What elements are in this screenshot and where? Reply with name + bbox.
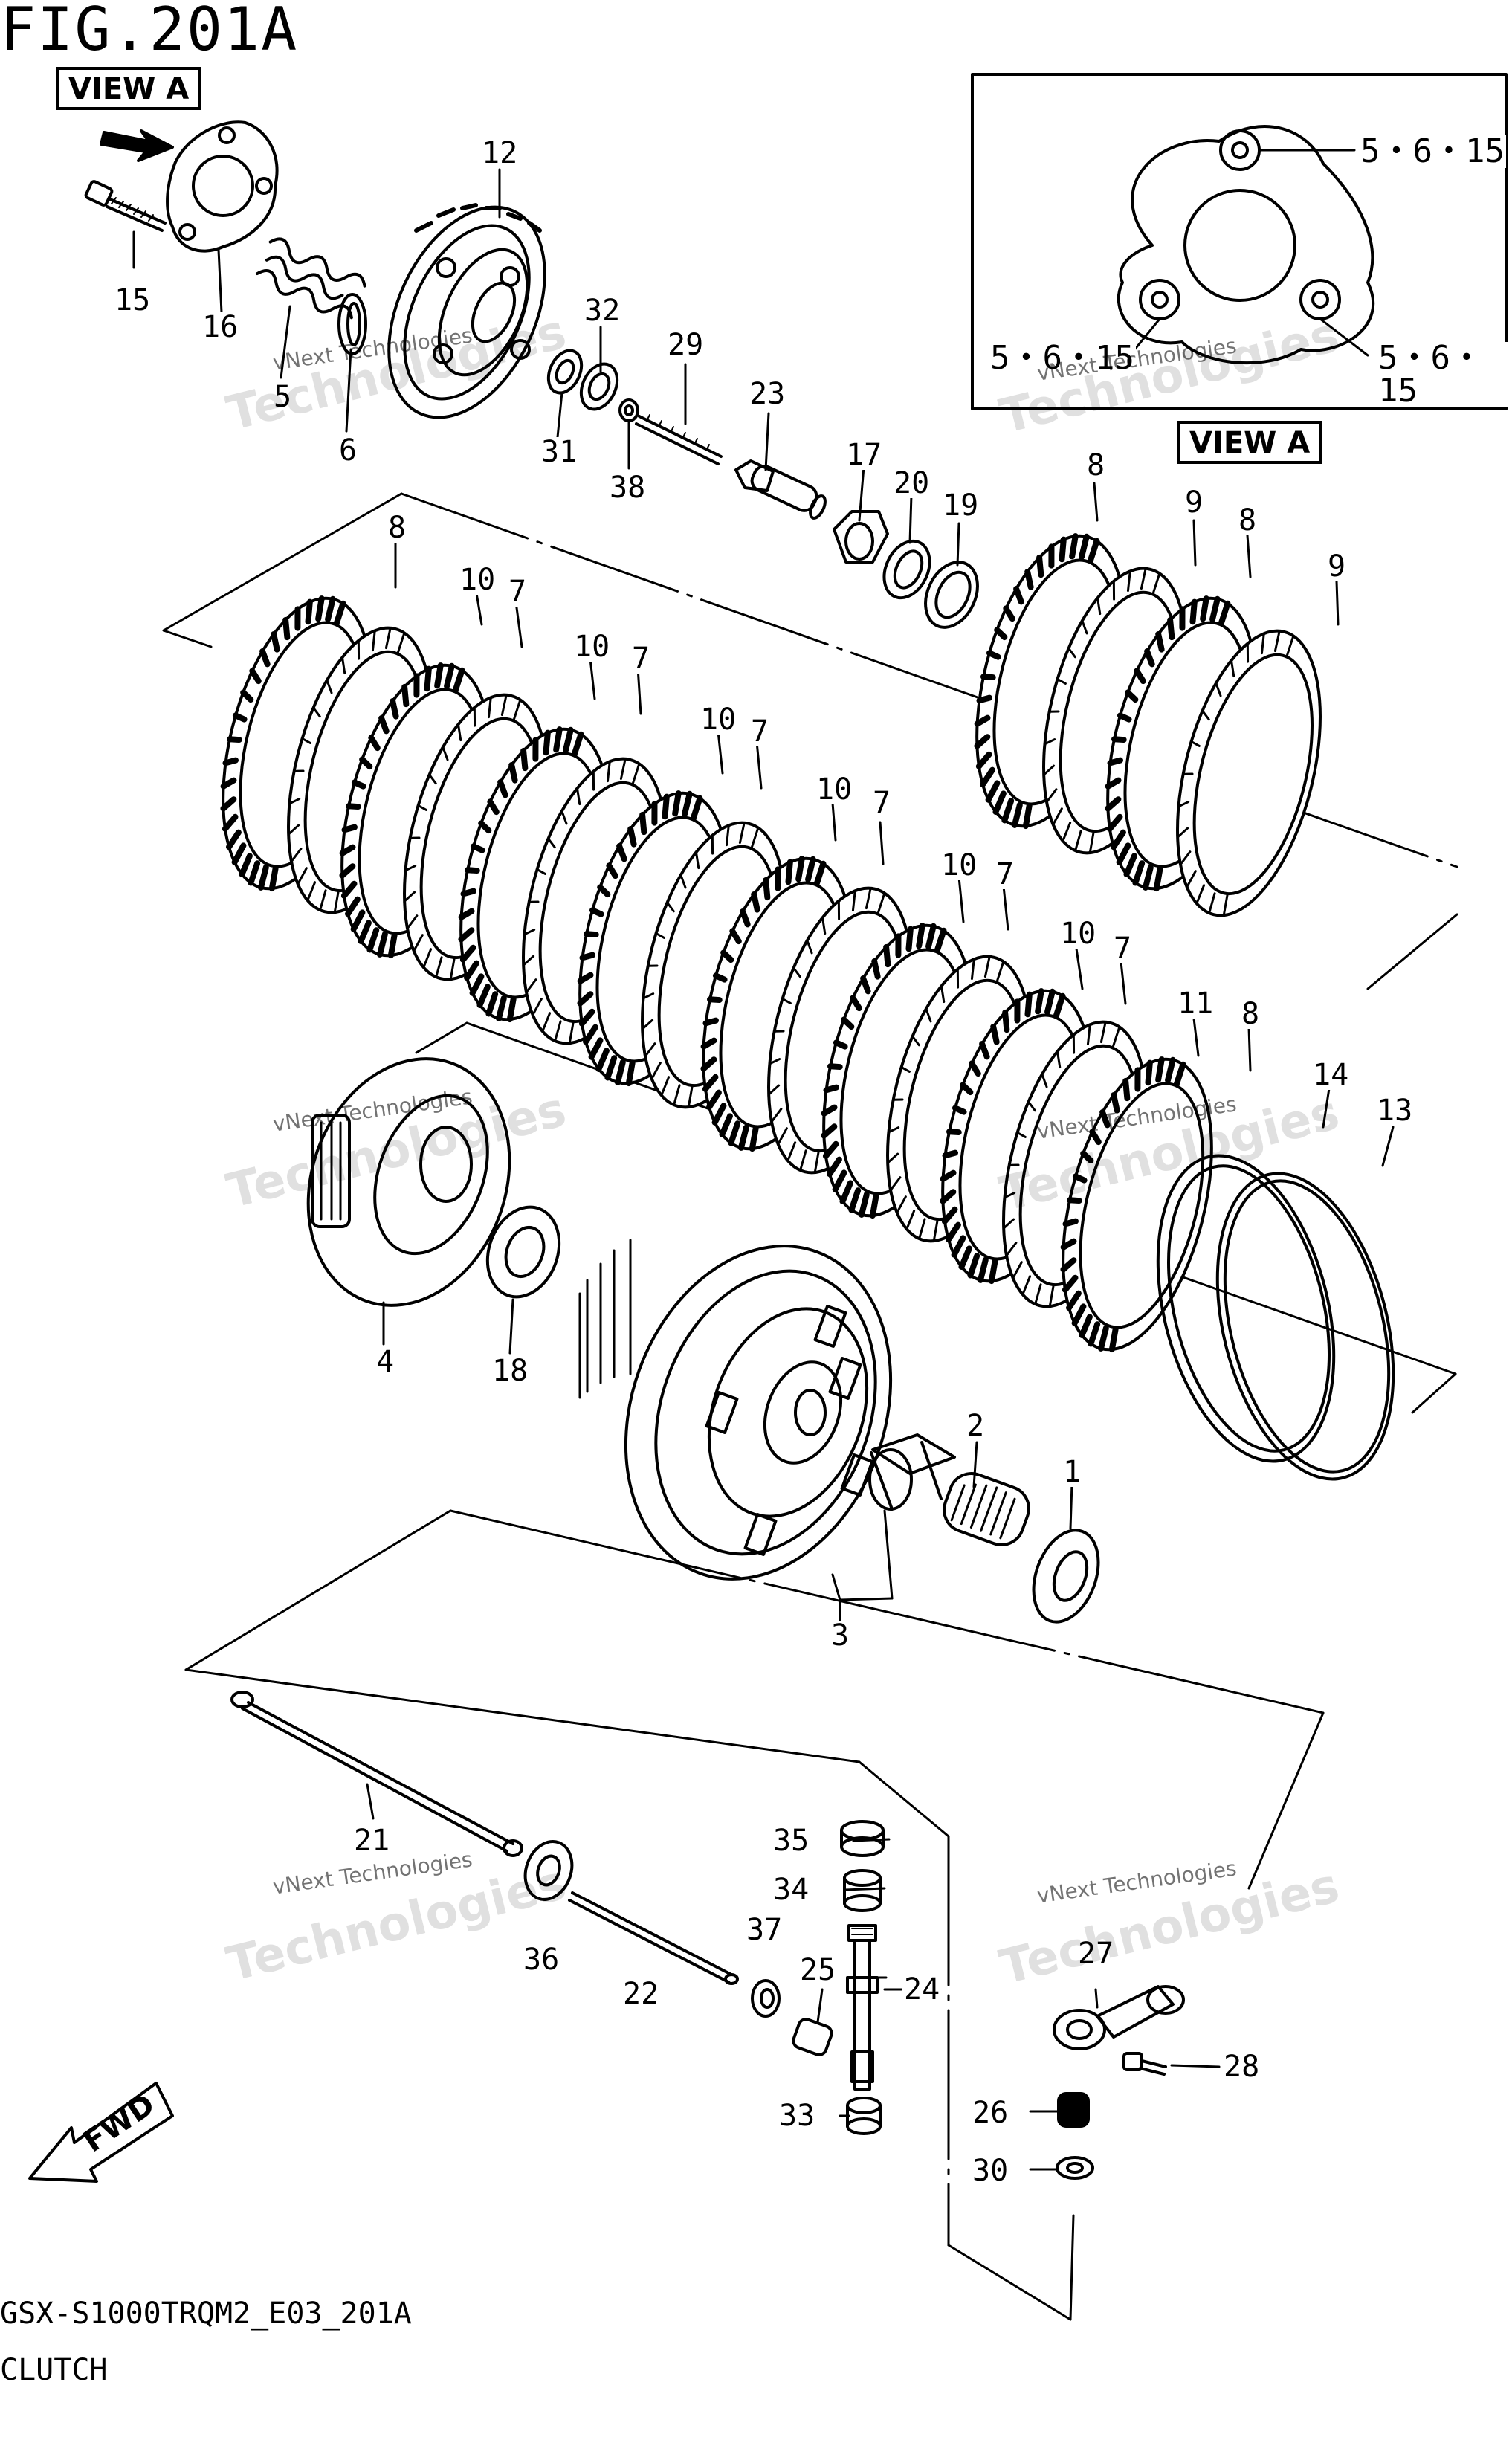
- part-36-bearing: [523, 1840, 574, 1901]
- callout-10-d: 10: [815, 772, 854, 807]
- callout-33: 33: [778, 2099, 817, 2133]
- part-17-nut: [833, 510, 889, 564]
- part-24-shaft: [846, 1924, 879, 2091]
- part-28-bolt: [1122, 2052, 1167, 2076]
- upper-clutch-plate-4: [1176, 629, 1322, 917]
- callout-5: 5: [272, 380, 294, 414]
- callout-4: 4: [375, 1345, 396, 1379]
- part-3-bracket-lines: [831, 1509, 894, 1622]
- part-2-sleeve: [868, 1433, 956, 1511]
- callout-2: 2: [965, 1409, 986, 1443]
- callout-7-d: 7: [871, 786, 893, 820]
- callout-31: 31: [540, 435, 579, 469]
- callout-10-e: 10: [940, 848, 979, 882]
- part-35-34-bearings: [840, 1820, 885, 1912]
- callout-27: 27: [1076, 1937, 1116, 1971]
- callout-6: 6: [337, 433, 359, 468]
- callout-25: 25: [798, 1953, 838, 1987]
- section-name: CLUTCH: [0, 2353, 108, 2387]
- callout-12: 12: [480, 136, 520, 170]
- part-3-clutch-basket: [578, 1239, 893, 1581]
- callout-16: 16: [201, 310, 240, 344]
- part-15-bolt: [84, 180, 167, 232]
- part-20-washer: [882, 539, 931, 600]
- view-a-arrow: [100, 129, 174, 162]
- callout-7-c: 7: [749, 714, 771, 749]
- callout-1: 1: [1062, 1455, 1083, 1489]
- callout-19: 19: [941, 488, 980, 523]
- callout-37: 37: [745, 1913, 784, 1947]
- part-25-pin: [792, 2018, 833, 2056]
- callout-38: 38: [608, 471, 647, 505]
- callout-17: 17: [844, 438, 884, 472]
- view-a-tag-inset: VIEW A: [1177, 421, 1322, 464]
- callout-8-left: 8: [387, 511, 408, 545]
- part-21-rod: [230, 1691, 523, 1857]
- callout-36: 36: [522, 1943, 561, 1977]
- callout-7-b: 7: [630, 642, 652, 676]
- callout-20: 20: [892, 466, 931, 500]
- inset-label-top: 5・6・15: [1359, 132, 1506, 170]
- callout-35: 35: [772, 1824, 811, 1858]
- leader-lines: [132, 168, 1395, 2171]
- part-2-bearing: [943, 1472, 1030, 1546]
- part-1-washer: [1032, 1529, 1100, 1624]
- part-19-washer: [924, 561, 979, 629]
- part-27-lever: [1053, 1985, 1185, 2050]
- callout-24: 24: [902, 1972, 942, 2007]
- clutch-plate-15: [1060, 1056, 1213, 1353]
- part-12-pressure-plate: [387, 203, 546, 419]
- figure-title: FIG.201A: [0, 0, 299, 64]
- callout-23: 23: [748, 377, 787, 411]
- callout-10-f: 10: [1059, 917, 1098, 951]
- callout-7-a: 7: [507, 575, 529, 609]
- callout-10-a: 10: [458, 563, 497, 597]
- callout-15: 15: [113, 283, 152, 317]
- part-33-bearing: [846, 2097, 882, 2135]
- part-4-clutch-hub: [306, 1057, 511, 1307]
- callout-32: 32: [583, 294, 622, 328]
- callout-18: 18: [491, 1354, 530, 1388]
- part-14-13-rings: [1156, 1154, 1395, 1481]
- model-code: GSX-S1000TRQM2_E03_201A: [0, 2296, 412, 2331]
- callout-9-upper-b: 9: [1326, 549, 1348, 584]
- inset-label-right: 5・6・15: [1377, 342, 1512, 407]
- callout-8-upper-b: 8: [1237, 503, 1259, 538]
- part-6-washer: [337, 293, 367, 355]
- view-a-tag-top: VIEW A: [56, 67, 201, 110]
- part-16-plate: [166, 120, 279, 253]
- callout-10-c: 10: [699, 703, 738, 737]
- callout-8-lower: 8: [1240, 997, 1261, 1031]
- callout-22: 22: [621, 1977, 661, 2011]
- callout-7-f: 7: [1112, 932, 1134, 966]
- part-18-washer: [485, 1205, 561, 1299]
- callout-10-b: 10: [572, 630, 612, 664]
- part-23-piece: [734, 459, 827, 520]
- callout-26: 26: [971, 2096, 1010, 2130]
- part-22-rod: [568, 1891, 739, 1985]
- part-5-spring: [255, 237, 366, 320]
- callout-8-upper-a: 8: [1085, 448, 1107, 482]
- callout-9-upper-a: 9: [1183, 485, 1205, 520]
- callout-13: 13: [1375, 1094, 1415, 1128]
- callout-30: 30: [971, 2154, 1010, 2188]
- plate-stack: [220, 533, 1322, 1353]
- inset-label-left: 5・6・15: [989, 339, 1136, 377]
- callout-3: 3: [830, 1618, 851, 1653]
- callout-34: 34: [772, 1873, 811, 1907]
- callout-14: 14: [1311, 1058, 1351, 1092]
- part-26-spring: [1057, 2092, 1090, 2128]
- plate-group-frame-left: [162, 492, 1458, 990]
- lower-frame: [184, 1509, 1325, 2321]
- callout-11: 11: [1176, 987, 1215, 1021]
- callout-21: 21: [352, 1824, 392, 1858]
- part-30-washer: [1056, 2156, 1094, 2180]
- callout-29: 29: [666, 328, 705, 362]
- part-29-pushrod: [635, 414, 723, 465]
- part-37-seal: [751, 1979, 781, 2018]
- callout-7-e: 7: [995, 857, 1016, 891]
- fwd-arrow: [28, 2082, 174, 2183]
- callout-28: 28: [1222, 2050, 1261, 2084]
